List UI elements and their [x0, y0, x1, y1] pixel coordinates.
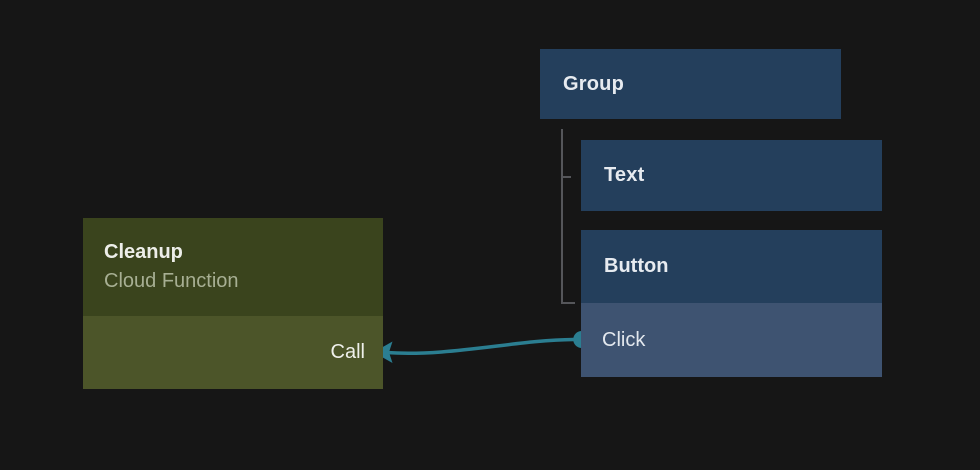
text-label: Text: [604, 164, 645, 186]
button-header: Button: [581, 230, 882, 303]
button-label: Button: [604, 255, 669, 277]
node-text[interactable]: Text: [581, 140, 882, 211]
cleanup-call-row[interactable]: Call: [83, 316, 383, 389]
tree-connector-line: [561, 129, 575, 304]
node-cleanup-function[interactable]: Cleanup Cloud Function Call: [83, 218, 383, 389]
text-header: Text: [581, 140, 882, 211]
group-header: Group: [540, 49, 841, 119]
call-action-label: Call: [330, 341, 365, 363]
group-label: Group: [563, 72, 624, 95]
cleanup-title: Cleanup: [104, 241, 183, 263]
node-group[interactable]: Group: [540, 49, 841, 119]
cleanup-header: Cleanup Cloud Function: [83, 218, 383, 316]
node-button[interactable]: Button Click: [581, 230, 882, 377]
action-edge[interactable]: [384, 337, 576, 355]
click-event-label: Click: [602, 328, 646, 351]
cleanup-subtitle: Cloud Function: [104, 270, 239, 292]
button-click-event-row[interactable]: Click: [581, 303, 882, 377]
